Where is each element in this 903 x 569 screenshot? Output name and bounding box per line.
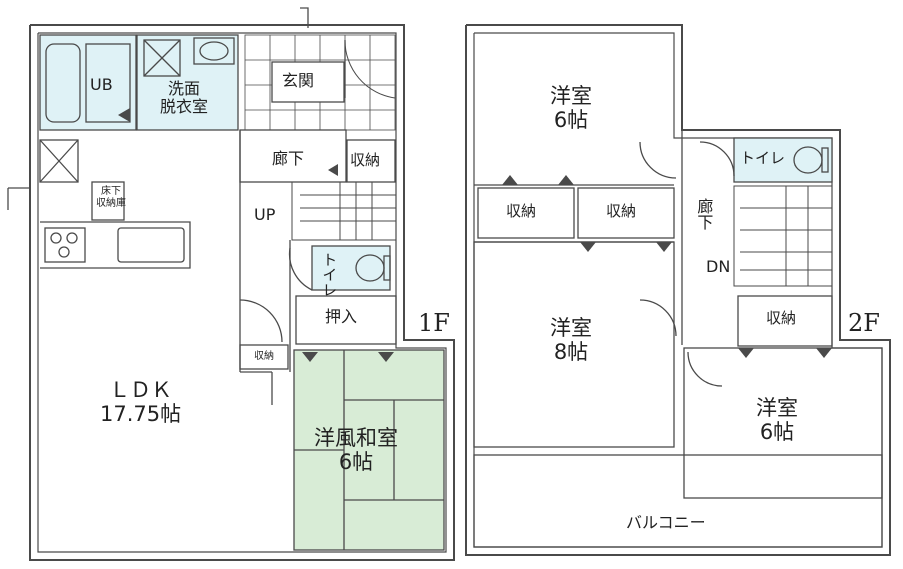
walls-1f-outer [29, 24, 455, 561]
western-a-label: 洋室 6帖 [550, 84, 592, 132]
storage-small-label: 収納 [254, 351, 274, 362]
western-b-label-line1: 洋室 [550, 316, 592, 340]
washroom-label: 洗面 脱衣室 [160, 79, 209, 117]
stairs-dn-label: DN [706, 257, 731, 276]
floor-1f-label: 1F [418, 309, 450, 337]
storage-b-label: 収納 [606, 202, 637, 220]
japanese-room-label: 洋風和室 6帖 [314, 426, 398, 474]
western-b-label: 洋室 8帖 [550, 316, 592, 364]
western-a-label-line1: 洋室 [550, 84, 592, 108]
toilet-1f-label: トイレ [320, 252, 339, 297]
ub-label: UB [90, 75, 113, 94]
walls-2f-outer [465, 24, 891, 556]
storage-a-label: 収納 [506, 202, 537, 220]
washroom-room [136, 34, 239, 131]
stairs-up-label: UP [254, 205, 276, 224]
stairs-2f [733, 185, 833, 287]
toilet-2f-label: トイレ [740, 149, 786, 167]
storage-hall-label: 収納 [350, 151, 381, 169]
ldk-label-line2: 17.75帖 [100, 402, 182, 427]
washroom-label-line1: 洗面 [168, 79, 201, 98]
ldk-label-line1: ＬＤＫ [109, 378, 173, 402]
underfloor-storage-box [91, 181, 125, 221]
washroom-label-line2: 脱衣室 [160, 97, 209, 117]
western-c-label: 洋室 6帖 [756, 396, 798, 444]
western-c-label-line1: 洋室 [756, 396, 798, 420]
entrance-label: 玄関 [282, 71, 315, 90]
stairs-1f [291, 181, 397, 241]
balcony-label: バルコニー [626, 513, 706, 532]
japanese-room-label-line2: 6帖 [338, 450, 374, 475]
western-a-label-line2: 6帖 [553, 108, 589, 133]
underfloor-label-line2: 収納庫 [96, 197, 126, 209]
western-c-label-line2: 6帖 [759, 420, 795, 445]
floor-2f-label: 2F [848, 309, 880, 337]
hall-2f-label: 廊下 [694, 198, 714, 230]
ldk-label: ＬＤＫ 17.75帖 [100, 378, 181, 426]
japanese-room-label-line1: 洋風和室 [314, 426, 398, 450]
storage-c-label: 収納 [766, 309, 797, 327]
western-b-label-line2: 8帖 [553, 340, 589, 365]
oshiire-label: 押入 [325, 307, 358, 326]
toilet-1f-room [311, 245, 391, 291]
underfloor-label-line1: 床下 [101, 186, 121, 197]
hall-1f-label: 廊下 [272, 149, 305, 168]
underfloor-label: 床下 収納庫 [96, 186, 126, 209]
